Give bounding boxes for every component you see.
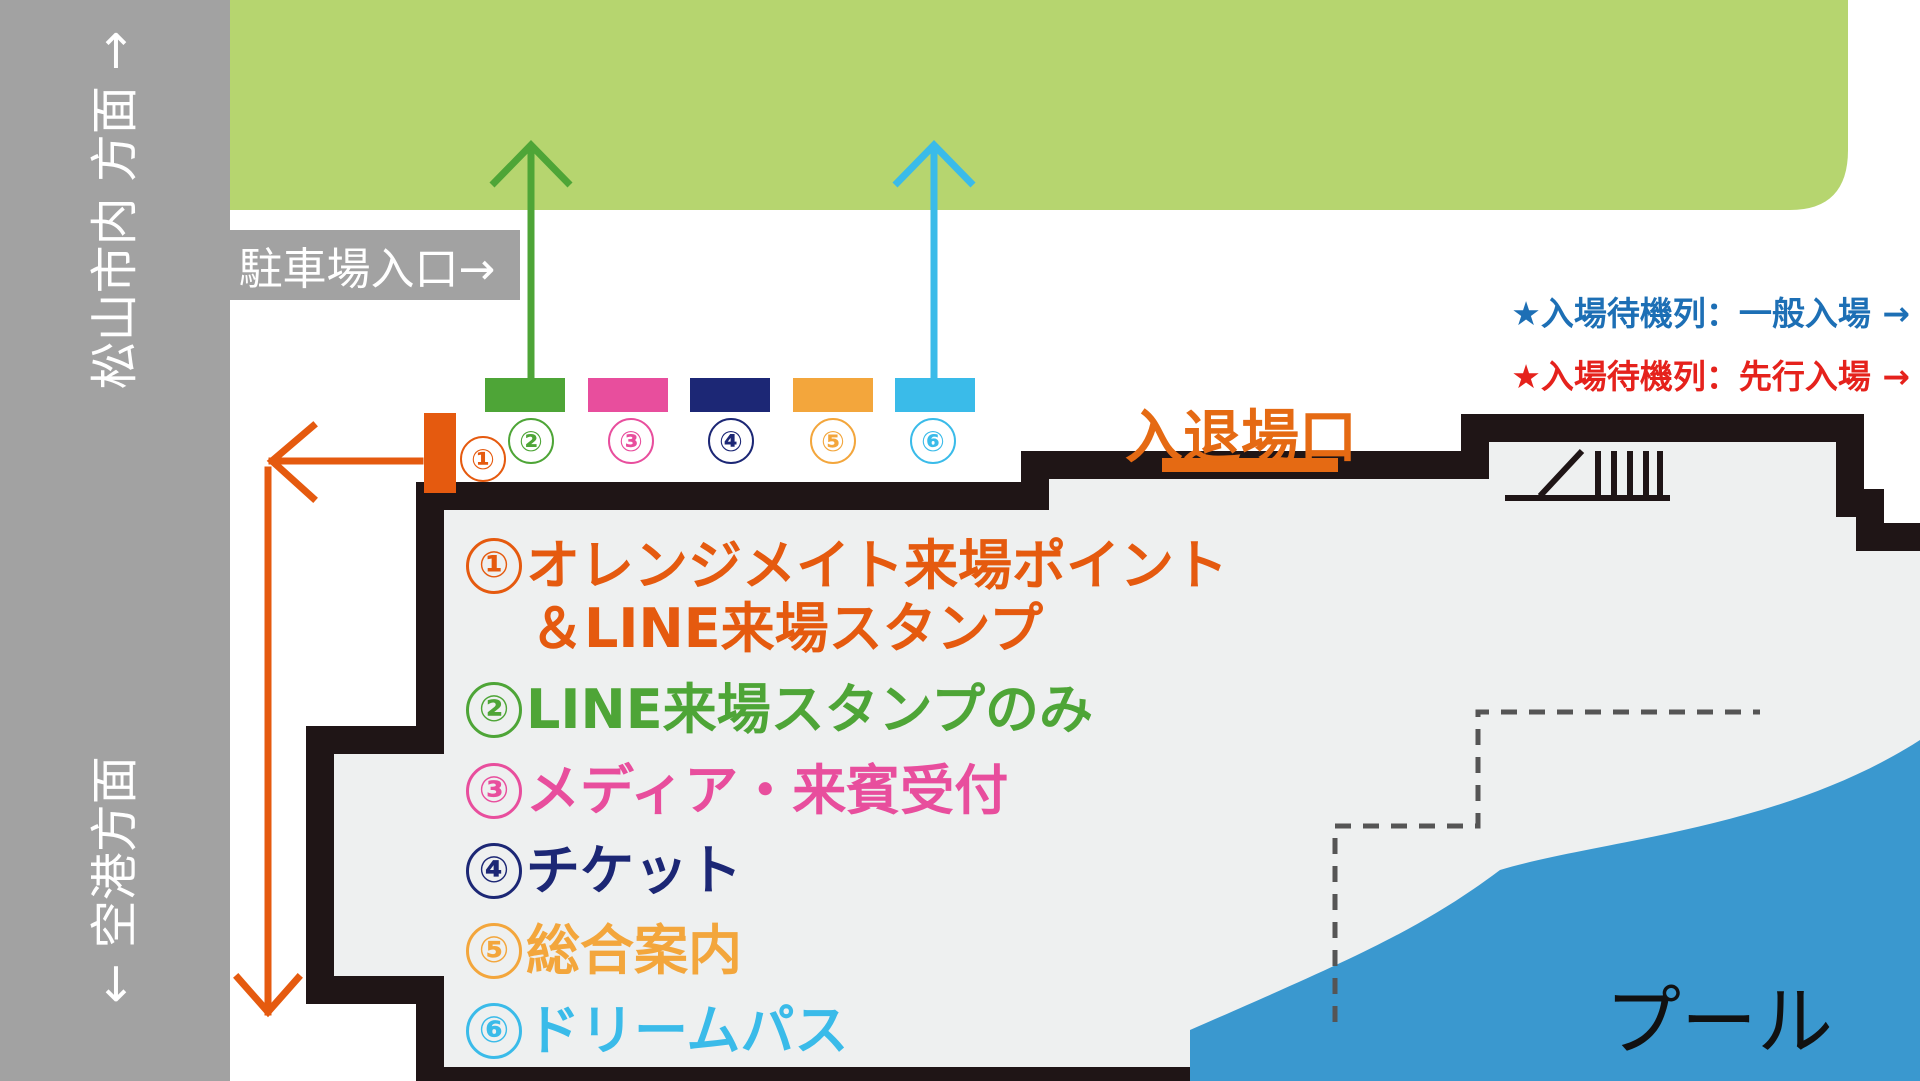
booth-number-2: ② (508, 418, 554, 464)
booth-1-marker (424, 413, 456, 493)
legend-item-5: ⑤ 総合案内 (466, 923, 742, 979)
legend-number: ⑤ (466, 923, 522, 979)
route-arrows (233, 421, 424, 1018)
booth-6-bar (895, 378, 975, 412)
queue-priority-label: ★入場待機列：先行入場 → (1511, 357, 1910, 396)
legend-item-2: ② LINE来場スタンプのみ (466, 682, 1093, 738)
booth-5-bar (793, 378, 873, 412)
booth-4-bar (690, 378, 770, 412)
booth-number-3: ③ (608, 418, 654, 464)
legend-number: ③ (466, 763, 522, 819)
legend-item-6: ⑥ ドリームパス (466, 1003, 848, 1059)
legend-text: 総合案内 (526, 919, 742, 982)
legend-text: ドリームパス (526, 999, 849, 1062)
road-label-city: 松山市内 方面 → (87, 30, 143, 390)
legend-number: ④ (466, 843, 522, 899)
booth-number-1: ① (460, 436, 506, 482)
legend-text: オレンジメイト来場ポイント (526, 534, 1228, 597)
legend-item-4: ④ チケット (466, 843, 742, 899)
road (0, 0, 230, 1081)
legend-number: ② (466, 682, 522, 738)
legend-number: ① (466, 538, 522, 594)
stairs-icon (1505, 448, 1670, 501)
booth-2-bar (485, 378, 565, 412)
entrance-door (1162, 458, 1338, 472)
sky-up-arrow (892, 139, 976, 378)
legend-text: メディア・来賓受付 (526, 759, 1009, 822)
booth-number-5: ⑤ (810, 418, 856, 464)
parking-lot (230, 0, 1848, 210)
entrance-exit-label: 入退場口 (1125, 403, 1358, 471)
legend-item-1: ① オレンジメイト来場ポイント (466, 538, 1228, 594)
booth-3-bar (588, 378, 668, 412)
legend-text: チケット (526, 839, 742, 902)
booth-number-4: ④ (708, 418, 754, 464)
dashed-boundary (1332, 709, 1760, 1022)
queue-general-label: ★入場待機列：一般入場 → (1511, 294, 1910, 333)
legend-item-3: ③ メディア・来賓受付 (466, 763, 1008, 819)
road-label-airport: ← 空港方面 (87, 756, 143, 1004)
legend-text: LINE来場スタンプのみ (526, 678, 1093, 741)
booth-number-6: ⑥ (910, 418, 956, 464)
legend-text: ＆LINE来場スタンプ (530, 597, 1043, 660)
pool-label: プール (1605, 977, 1833, 1066)
legend-number: ⑥ (466, 1003, 522, 1059)
pool (1190, 740, 1920, 1081)
green-up-arrow (489, 139, 573, 378)
legend-item-1b: ＆LINE来場スタンプ (530, 602, 1043, 656)
parking-entrance-label: 駐車場入口→ (214, 230, 520, 300)
